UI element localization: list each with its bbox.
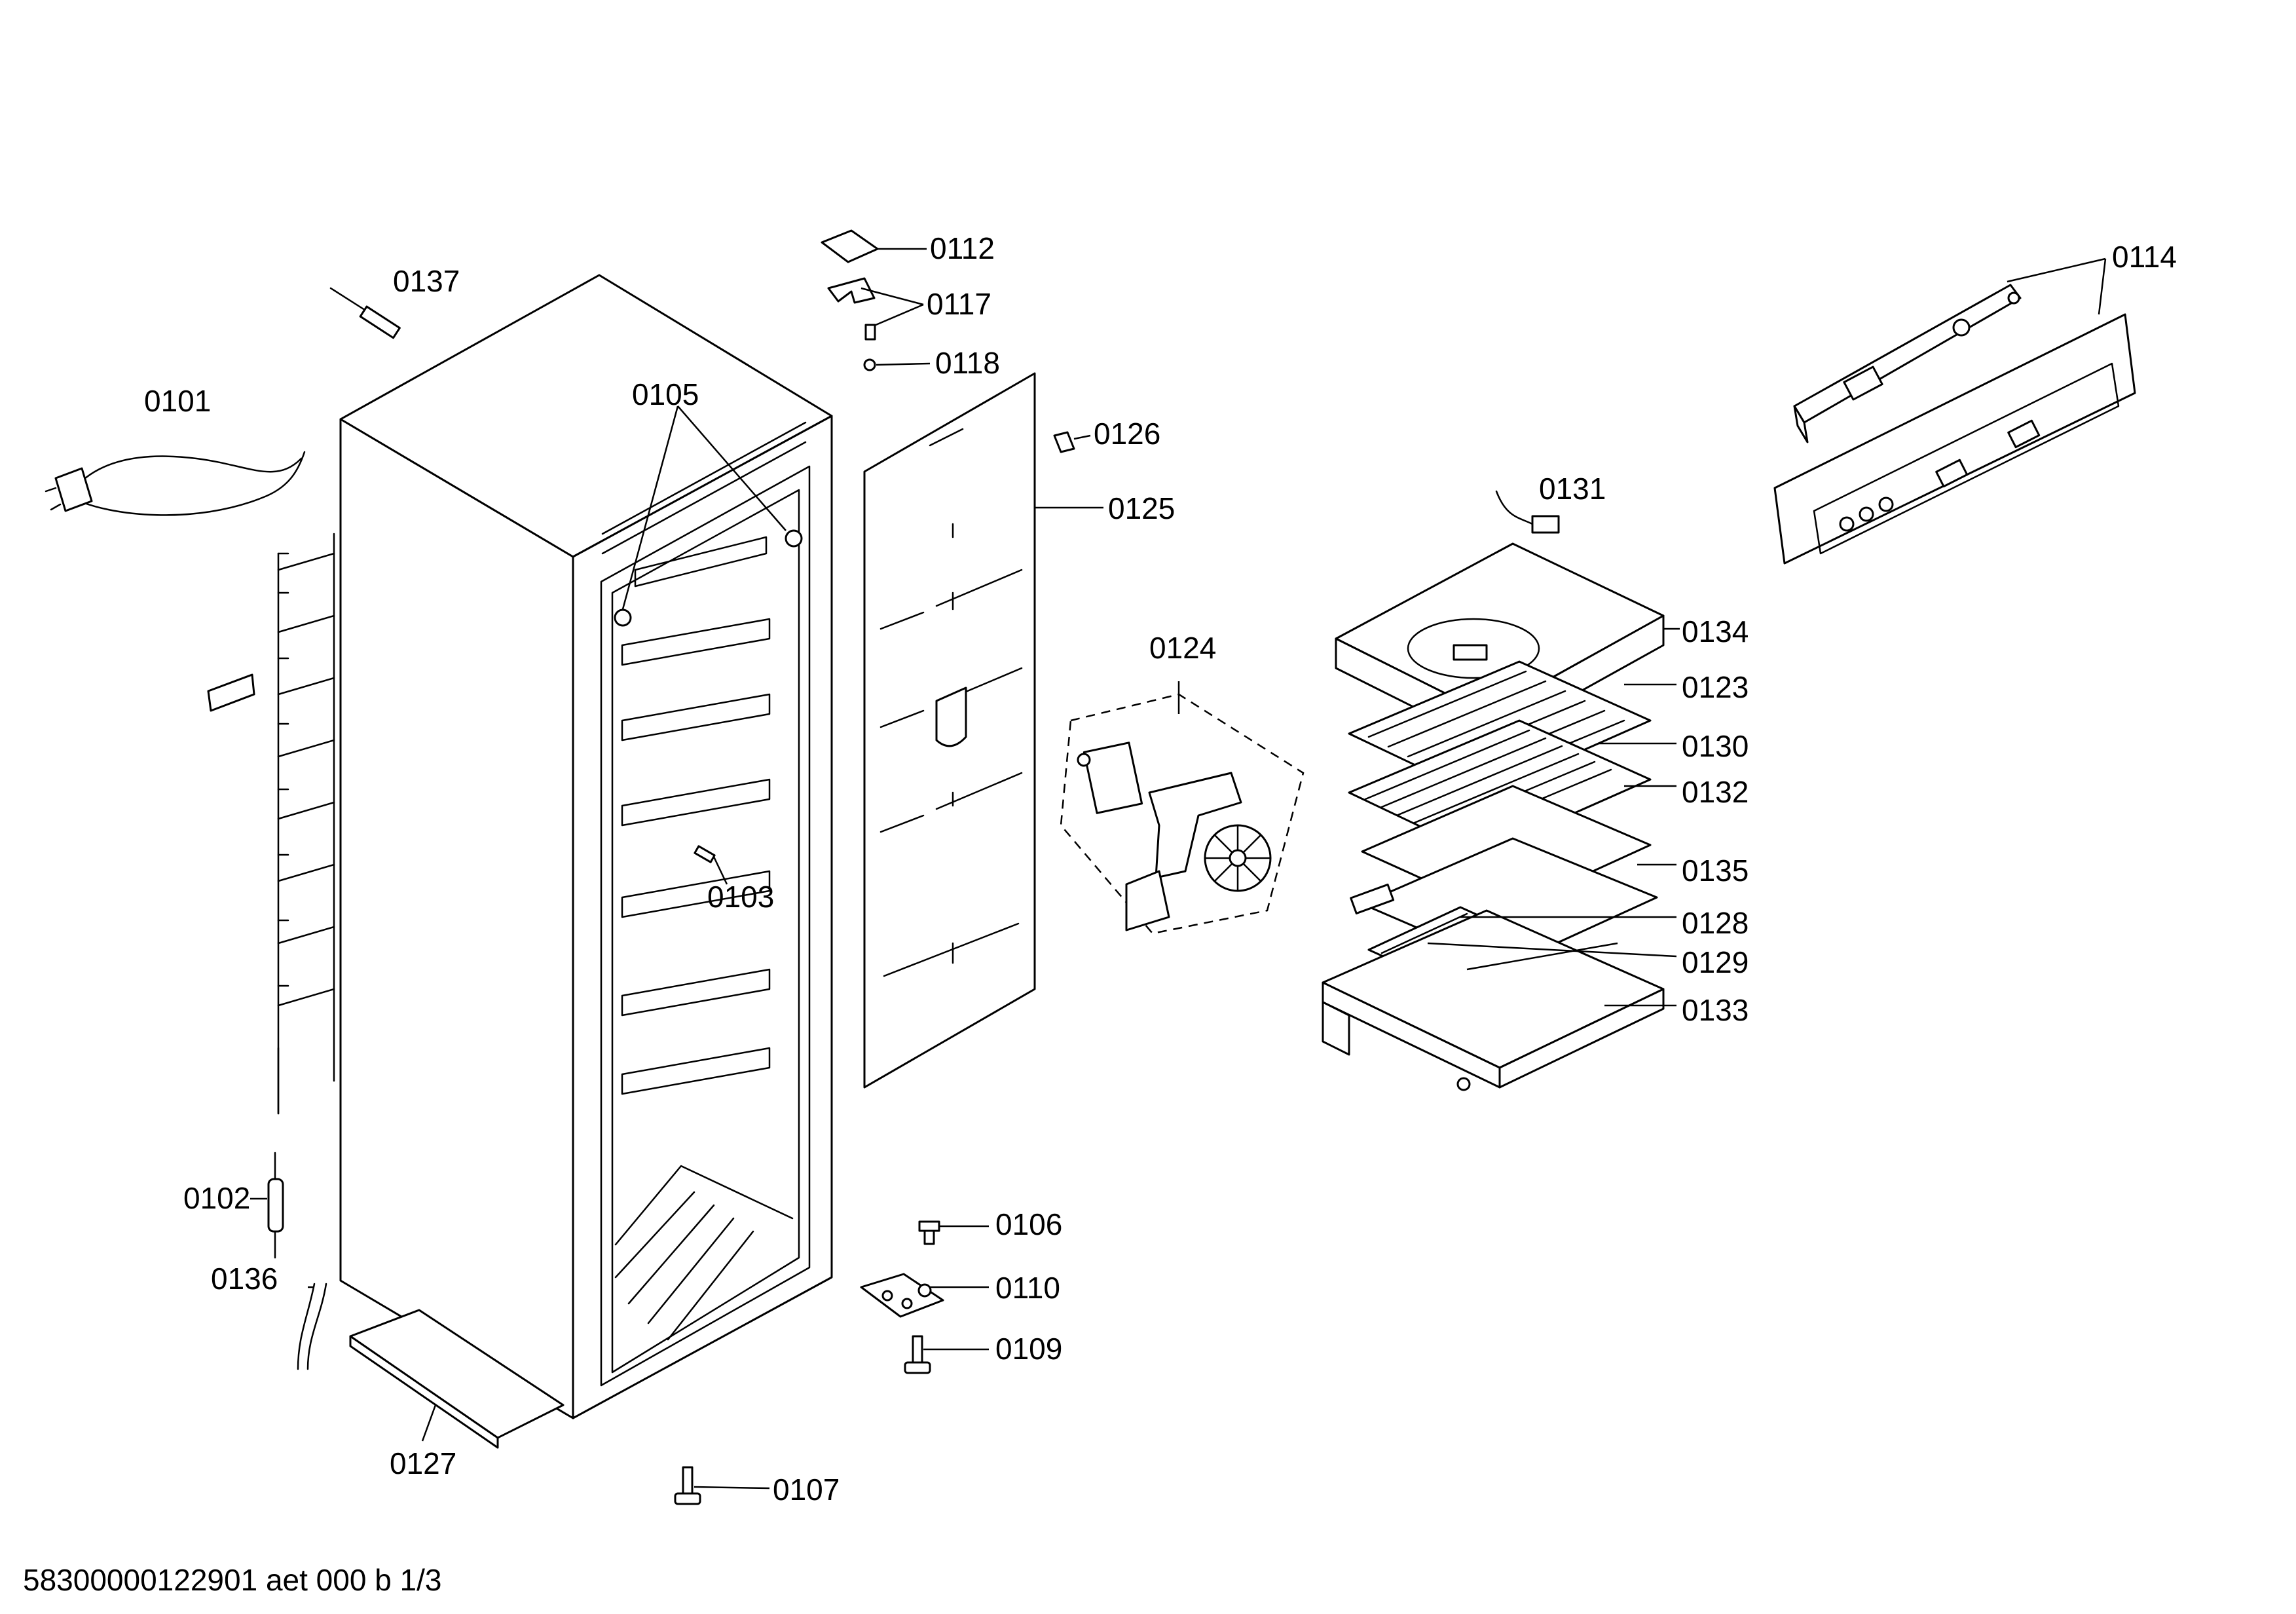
label-0124: 0124: [1149, 631, 1216, 665]
label-0109: 0109: [995, 1332, 1062, 1366]
condenser-clip: [207, 673, 255, 712]
foot-0107: [674, 1466, 701, 1505]
plug-0126: [1053, 431, 1075, 453]
label-0114: 0114: [2112, 240, 2177, 274]
label-0101: 0101: [144, 384, 211, 418]
label-0127: 0127: [390, 1446, 456, 1480]
power-cord: [45, 451, 306, 516]
sensor-0131: [1495, 490, 1560, 534]
label-0134: 0134: [1682, 614, 1749, 648]
drip-tray-0133: [1322, 909, 1665, 1091]
drawing-number: 58300000122901 aet 000 b 1/3: [23, 1563, 442, 1597]
bottom-grille: [614, 1165, 794, 1341]
label-0133: 0133: [1682, 993, 1749, 1027]
label-0135: 0135: [1682, 854, 1749, 888]
control-panel-fascia: [1773, 313, 2136, 565]
heater-0130: [1348, 719, 1652, 856]
hinge-0110: [860, 1273, 944, 1318]
condenser-grid: [277, 533, 335, 1115]
label-0112: 0112: [930, 231, 995, 265]
hinge-0117: [827, 277, 876, 341]
inner-panel: [863, 372, 1036, 1089]
label-0130: 0130: [1682, 729, 1749, 763]
drain-tube: [297, 1283, 327, 1370]
label-0105: 0105: [632, 377, 699, 411]
fan-impeller: [1204, 824, 1272, 892]
sensor-0137: [329, 287, 401, 339]
label-0128: 0128: [1682, 906, 1749, 940]
label-0106: 0106: [995, 1207, 1062, 1241]
label-0102: 0102: [183, 1181, 250, 1215]
dryer-0102: [267, 1152, 284, 1259]
part-labels: 0101 0102 0103 0105 0106 0107 0109 0110 …: [144, 231, 2177, 1507]
label-0103: 0103: [707, 880, 774, 914]
fan-assembly: [1060, 693, 1305, 935]
label-0118: 0118: [935, 346, 1000, 380]
label-0129: 0129: [1682, 945, 1749, 979]
label-0126: 0126: [1094, 417, 1160, 451]
label-0137: 0137: [393, 264, 460, 298]
shelf-rails: [621, 536, 771, 1095]
foot-0109: [904, 1335, 931, 1374]
hinge-cover-0112: [821, 229, 879, 263]
label-0110: 0110: [995, 1271, 1060, 1305]
label-0123: 0123: [1682, 670, 1749, 704]
label-0125: 0125: [1108, 491, 1175, 525]
base-plinth: [349, 1309, 565, 1449]
label-0131: 0131: [1539, 472, 1606, 506]
label-0136: 0136: [211, 1262, 278, 1296]
leader-lines: [250, 248, 2107, 1490]
cabinet-body: [339, 274, 833, 1419]
label-0117: 0117: [927, 287, 991, 321]
washer-0118: [863, 358, 876, 371]
label-0132: 0132: [1682, 775, 1749, 809]
control-pcb: [1793, 284, 2022, 443]
foot-0106: [918, 1220, 940, 1245]
label-0107: 0107: [773, 1473, 840, 1507]
